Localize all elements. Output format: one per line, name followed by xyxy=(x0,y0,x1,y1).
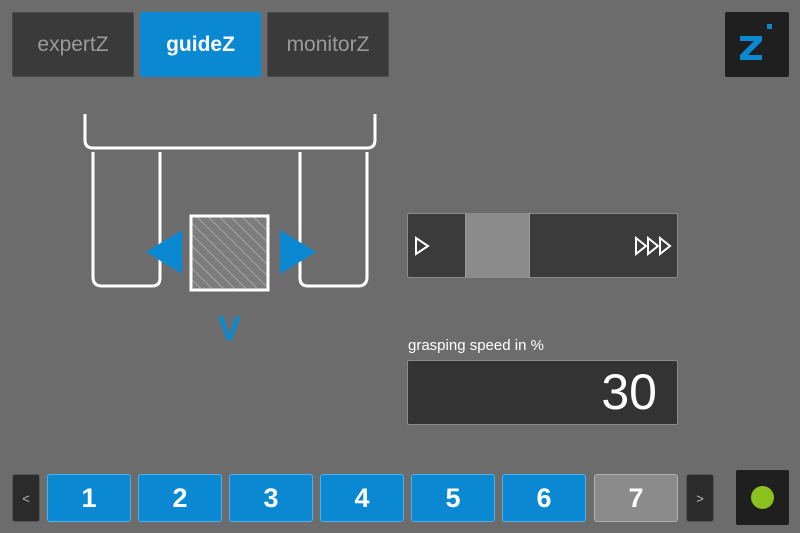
tab-monitorz[interactable]: monitorZ xyxy=(267,12,389,77)
next-page-button[interactable]: > xyxy=(686,474,714,522)
hatched-workpiece-icon xyxy=(189,214,270,292)
status-indicator xyxy=(736,470,789,525)
preset-button-1[interactable]: 1 xyxy=(47,474,131,522)
tab-expertz[interactable]: expertZ xyxy=(12,12,134,77)
status-led-icon xyxy=(751,486,774,509)
prev-page-button[interactable]: < xyxy=(12,474,40,522)
preset-button-3[interactable]: 3 xyxy=(229,474,313,522)
grasping-speed-input[interactable]: 30 xyxy=(407,360,678,425)
brand-logo xyxy=(725,12,789,77)
triangle-right-icon xyxy=(280,230,316,274)
preset-button-7[interactable]: 7 xyxy=(594,474,678,522)
direction-label: V xyxy=(218,310,241,348)
grasping-speed-label: grasping speed in % xyxy=(408,337,544,354)
fast-forward-triple-icon xyxy=(635,236,672,256)
gripper-diagram: V xyxy=(80,112,390,357)
play-icon xyxy=(415,236,430,256)
speed-slider[interactable] xyxy=(407,213,678,278)
preset-button-4[interactable]: 4 xyxy=(320,474,404,522)
triangle-left-icon xyxy=(146,230,182,274)
tab-guidez[interactable]: guideZ xyxy=(140,12,261,77)
preset-button-5[interactable]: 5 xyxy=(411,474,495,522)
preset-button-2[interactable]: 2 xyxy=(138,474,222,522)
brand-z-logo-icon xyxy=(740,24,772,60)
preset-button-6[interactable]: 6 xyxy=(502,474,586,522)
speed-slider-handle[interactable] xyxy=(465,213,530,278)
